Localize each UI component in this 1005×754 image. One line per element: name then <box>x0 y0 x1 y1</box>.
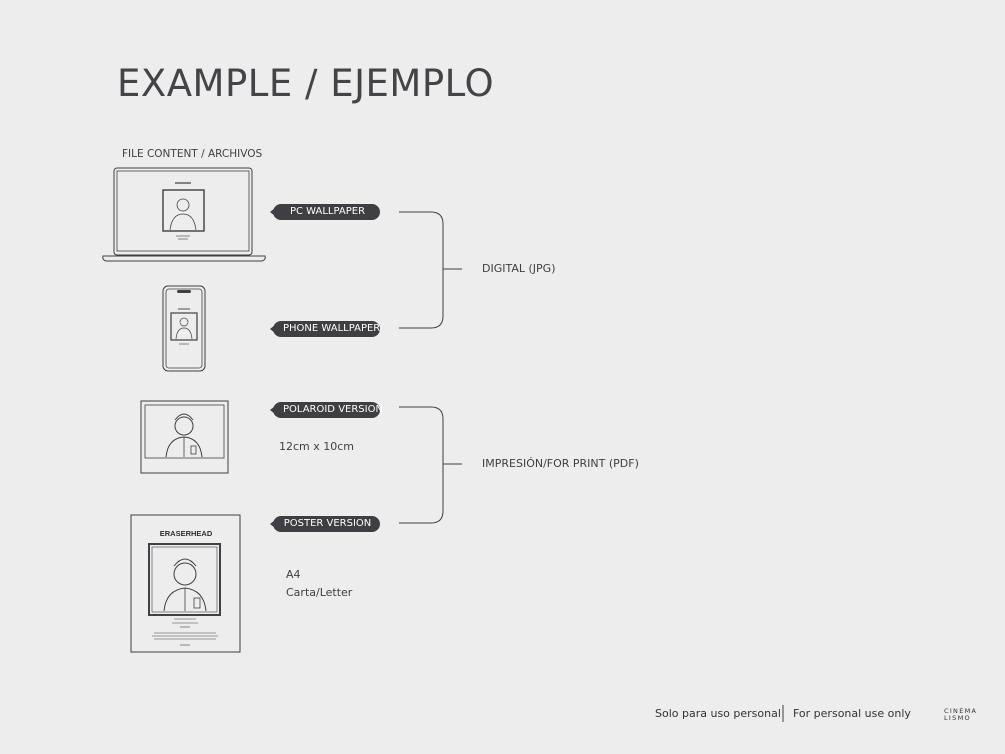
page-title: EXAMPLE / EJEMPLO <box>117 62 495 105</box>
personal-use-spanish: Solo para uso personal <box>655 707 781 720</box>
pc-wallpaper-pill: PC WALLPAPER <box>270 204 380 220</box>
file-content-label: FILE CONTENT / ARCHIVOS <box>122 148 263 160</box>
logo-line-1: CINEMA <box>944 707 978 715</box>
poster-mockup-title: ERASERHEAD <box>160 529 213 538</box>
cinemalismo-logo: CINEMA LISMO <box>944 708 982 724</box>
poster-size-a4: A4 <box>286 568 301 581</box>
print-bracket <box>399 406 462 524</box>
digital-bracket <box>399 211 462 329</box>
polaroid-version-pill: POLAROID VERSION <box>270 402 383 418</box>
laptop-mockup <box>102 167 266 262</box>
logo-line-2: LISMO <box>944 714 971 722</box>
phone-wallpaper-pill: PHONE WALLPAPER <box>270 321 380 337</box>
personal-use-english: For personal use only <box>793 707 911 720</box>
polaroid-size: 12cm x 10cm <box>279 440 355 453</box>
poster-mockup <box>130 514 241 653</box>
poster-version-pill: POSTER VERSION <box>270 516 380 532</box>
polaroid-mockup <box>140 400 229 474</box>
phone-mockup <box>162 285 206 372</box>
poster-size-letter: Carta/Letter <box>286 586 353 599</box>
digital-group-label: DIGITAL (JPG) <box>482 262 556 275</box>
print-group-label: IMPRESIÓN/FOR PRINT (PDF) <box>482 457 639 470</box>
